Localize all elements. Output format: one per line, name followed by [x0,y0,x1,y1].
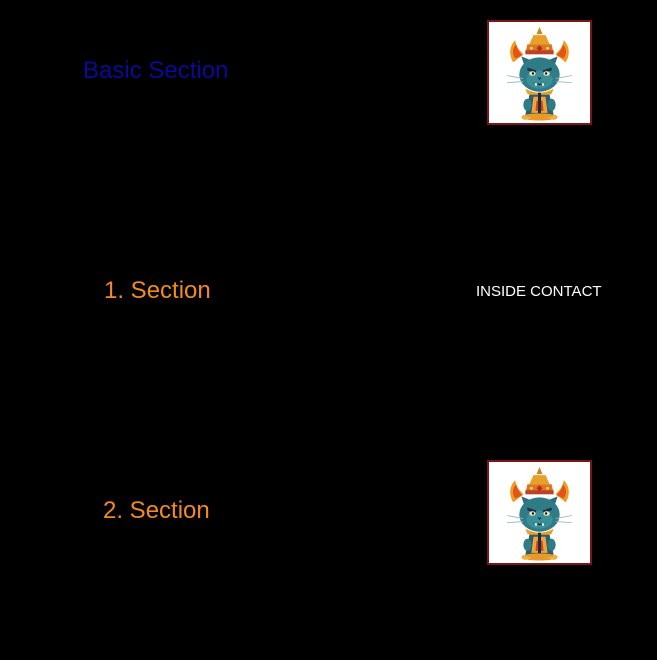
giant-guardian-cat-mascot-icon [489,462,590,563]
basic-section: Basic Section [0,0,657,220]
section-title: 2. Section [103,497,210,524]
section-title: 1. Section [104,277,211,304]
section-1: 1. Section INSIDE CONTACT [0,220,657,440]
section-2: 2. Section [0,440,657,660]
inside-contact-link[interactable]: INSIDE CONTACT [476,283,602,300]
giant-guardian-cat-mascot-icon [489,22,590,123]
mascot-logo-image [487,460,592,565]
section-title: Basic Section [83,57,229,84]
mascot-logo-image [487,20,592,125]
